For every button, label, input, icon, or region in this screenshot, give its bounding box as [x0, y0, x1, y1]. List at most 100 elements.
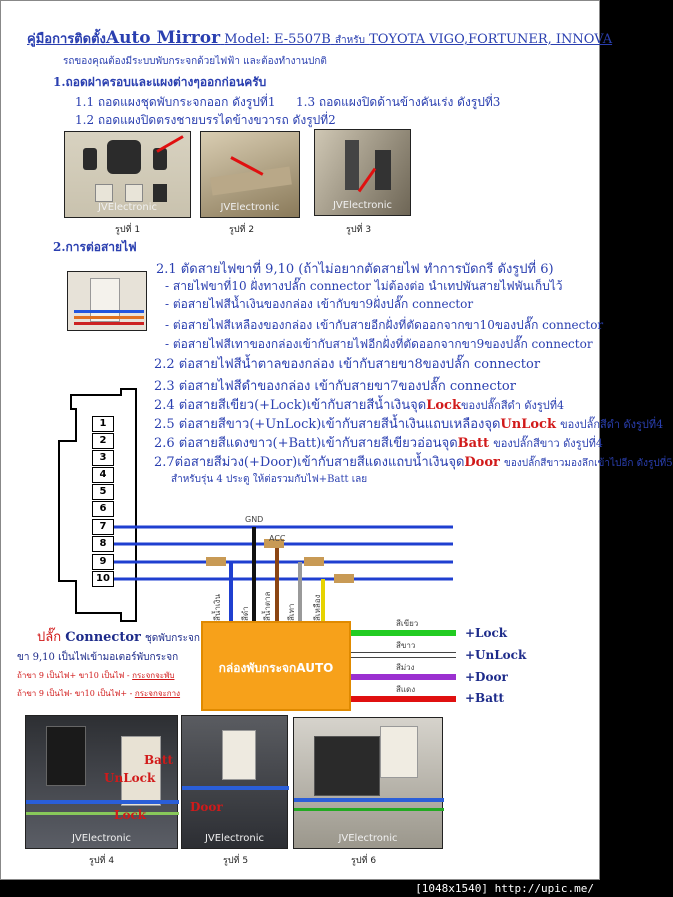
title-product: Auto Mirror [105, 28, 221, 48]
wire-icon [182, 786, 289, 790]
bullet-3: - ต่อสายไฟสีเหลืองของกล่อง เข้ากับสายอีก… [165, 318, 604, 332]
photo-1: JVElectronic [64, 131, 191, 218]
note-2-emph: กระจกจะพับ [132, 671, 175, 680]
caption-photo-2: รูปที่ 2 [229, 225, 255, 235]
step-1-2: 1.2 ถอดแผงปิดตรงชายบรรไดข้างขวารถ ดังรูป… [75, 113, 336, 127]
step-1-3: 1.3 ถอดแผงปิดด้านข้างคันเร่ง ดังรูปที่3 [296, 95, 501, 109]
photo-2: JVElectronic [200, 131, 300, 218]
photo-4: Batt UnLock Lock JVElectronic [25, 715, 179, 849]
section1-heading: 1.ถอดฝาครอบและแผงต่างๆออกก่อนครับ [53, 75, 267, 89]
title-prefix: คู่มือการติดตั้ง [27, 32, 106, 47]
note-2-text: ถ้าขา 9 เป็นไฟ+ ขา10 เป็นไฟ - [17, 671, 130, 680]
black-plug-icon [46, 726, 86, 786]
connector-title-c: ชุดพับกระจก [145, 633, 200, 644]
caption-photo-5: รูปที่ 5 [223, 856, 249, 866]
photo-5: Door JVElectronic [181, 715, 289, 849]
out-color-unlock: สีขาว [396, 641, 416, 650]
pedal-icon [345, 140, 359, 190]
pin-7: 7 [92, 519, 114, 535]
blank-panel-icon [95, 184, 113, 202]
page-title: คู่มือการติดตั้งAuto Mirror Model: E-550… [27, 28, 612, 49]
out-signal-lock: +Lock [465, 626, 508, 640]
wiring-diagram [58, 388, 456, 702]
note-3-emph: กระจกจะกาง [134, 689, 181, 698]
title-for: สำหรับ [334, 35, 365, 46]
step-2-5: 2.5 ต่อสายสีขาว(+UnLock)เข้ากับสายสีน้ำเ… [154, 413, 663, 434]
wire-icon [74, 310, 144, 313]
step-2-5-tail: ของปลั๊กสีดำ ดังรูปที่4 [560, 418, 664, 431]
step-2-4-key: Lock [426, 398, 461, 413]
watermark: JVElectronic [332, 200, 393, 211]
connector-note-3: ถ้าขา 9 เป็นไฟ- ขา10 เป็นไฟ+ - กระจกจะกา… [17, 687, 180, 700]
watermark: JVElectronic [204, 833, 265, 844]
watermark: JVElectronic [97, 202, 158, 213]
pin-1: 1 [92, 416, 114, 432]
wire-label-yellow: สีเหลือง [313, 594, 322, 621]
step-2-7-text: 2.7ต่อสายสีม่วง(+Door)เข้ากับสายสีแดงแถบ… [154, 455, 465, 470]
out-color-lock: สีเขียว [396, 619, 419, 628]
wire-icon [74, 316, 144, 319]
note-3-text: ถ้าขา 9 เป็นไฟ- ขา10 เป็นไฟ+ - [17, 689, 133, 698]
connector-title-b: Connector [65, 630, 141, 645]
pin-2: 2 [92, 433, 114, 449]
gnd-label: GND [245, 515, 264, 524]
connector-outline [58, 388, 137, 622]
out-signal-batt: +Batt [465, 691, 505, 705]
step-2-1: 2.1 ตัดสายไฟขาที่ 9,10 (ถ้าไม่อยากตัดสาย… [156, 262, 554, 277]
caption-photo-4: รูปที่ 4 [89, 856, 115, 866]
title-cars: TOYOTA VIGO,FORTUNER, INNOVA [369, 32, 613, 47]
pin-8: 8 [92, 536, 114, 552]
pin-5: 5 [92, 484, 114, 500]
pin-4: 4 [92, 467, 114, 483]
step-2-7-note: สำหรับรุ่น 4 ประตู ให้ต่อรวมกับไฟ+Batt เ… [171, 474, 368, 485]
bullet-1: - สายไฟขาที่10 ฝั่งทางปลั๊ก connector ไม… [165, 279, 563, 293]
mirror-control-icon [107, 140, 141, 174]
bullet-2: - ต่อสายไฟสีน้ำเงินของกล่อง เข้ากับขา9ฝั… [165, 297, 474, 311]
pedal-icon [375, 150, 391, 190]
wire-icon [74, 322, 144, 325]
photo4-label-batt: Batt [144, 753, 174, 767]
photo5-label-door: Door [190, 800, 223, 814]
step-2-4-tail: ของปลั๊กสีดำ ดังรูปที่4 [460, 399, 565, 412]
title-model: Model: E-5507B [224, 32, 331, 47]
watermark: JVElectronic [338, 833, 398, 844]
bullet-4: - ต่อสายไฟสีเทาของกล่องเข้ากับสายไฟอีกฝั… [165, 337, 593, 351]
step-2-6-key: Batt [457, 436, 490, 451]
wire-label-blue: สีน้ำเงิน [213, 594, 222, 621]
wire-icon [26, 800, 179, 804]
wire-label-brown: สีน้ำตาล [263, 591, 272, 621]
step-2-7-tail: ของปลั๊กสีขาวมองลึกเข้าไปอีก ดังรูปที่5 [504, 458, 673, 469]
connector-note-2: ถ้าขา 9 เป็นไฟ+ ขา10 เป็นไฟ - กระจกจะพับ [17, 669, 174, 682]
switch-icon [153, 184, 167, 202]
splice-icon [206, 557, 226, 566]
step-2-5-key: UnLock [500, 417, 556, 432]
connector-plug-icon [90, 278, 120, 322]
connector-photo [67, 271, 147, 331]
out-signal-door: +Door [465, 670, 508, 684]
wire-icon [26, 812, 179, 815]
wire-label-black: สีดำ [241, 606, 250, 621]
control-box-label: กล่องพับกระจกAUTO [218, 661, 334, 675]
out-color-batt: สีแดง [396, 685, 416, 694]
photo4-label-unlock: UnLock [104, 771, 156, 785]
photo-6: JVElectronic [293, 717, 444, 849]
sill-panel-icon [210, 166, 292, 196]
splice-icon [264, 539, 284, 548]
subtitle: รถของคุณต้องมีระบบพับกระจกด้วยไฟฟ้า และต… [63, 56, 327, 67]
switch-icon [153, 148, 167, 170]
step-2-2: 2.2 ต่อสายไฟสีน้ำตาลของกล่อง เข้ากับสายข… [154, 357, 541, 372]
step-2-4: 2.4 ต่อสายสีเขียว(+Lock)เข้ากับสายสีน้ำเ… [154, 394, 564, 415]
step-1-1: 1.1 ถอดแผงชุดพับกระจกออก ดังรูปที่1 [75, 95, 276, 109]
caption-photo-1: รูปที่ 1 [115, 225, 141, 235]
connector-title-a: ปลั๊ก [37, 630, 62, 645]
step-2-3: 2.3 ต่อสายไฟสีดำของกล่อง เข้ากับสายขา7ขอ… [154, 379, 516, 394]
control-box: กล่องพับกระจกAUTO [201, 621, 351, 711]
watermark: JVElectronic [71, 833, 132, 844]
out-color-door: สีม่วง [396, 663, 415, 672]
acc-label: ACC [269, 534, 286, 543]
wire-icon [294, 798, 444, 802]
black-plug-icon [314, 736, 380, 796]
connector-title: ปลั๊ก Connector ชุดพับกระจก [37, 626, 200, 647]
blank-panel-icon [125, 184, 143, 202]
